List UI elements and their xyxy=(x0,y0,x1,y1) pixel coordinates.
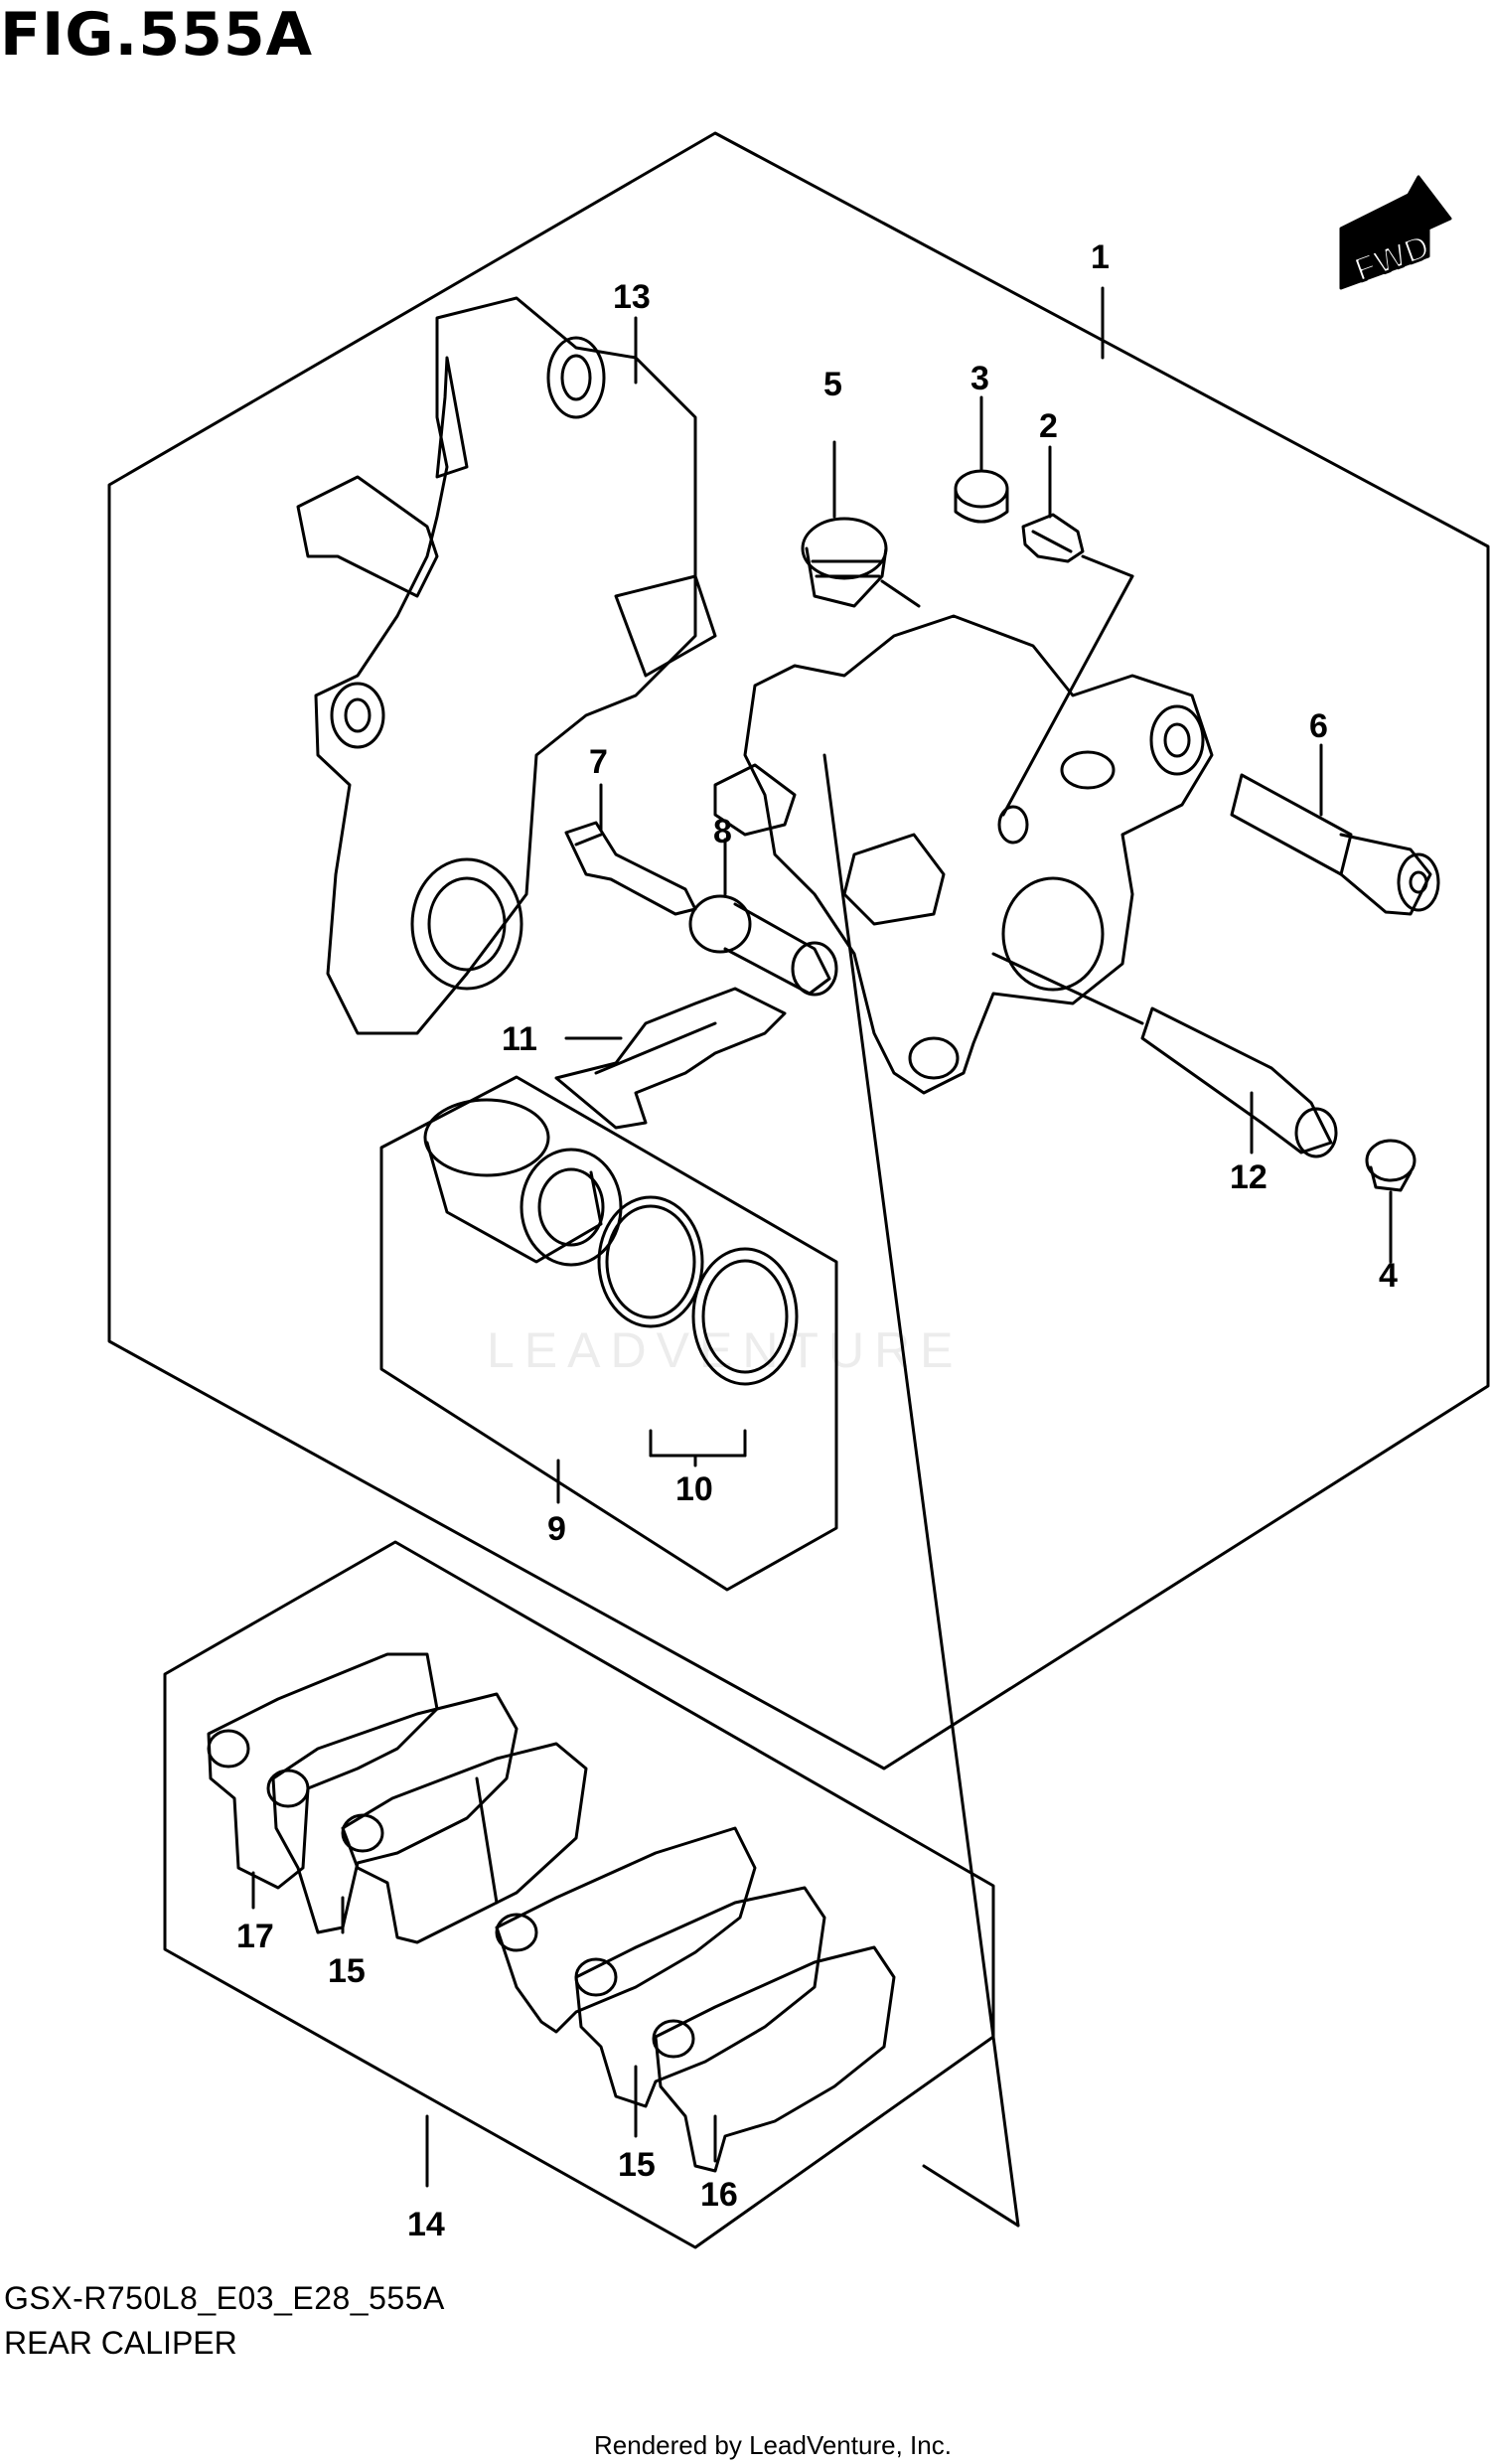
pad-shim-16 xyxy=(652,1945,896,2173)
pad-shim-17 xyxy=(207,1652,439,1890)
callout-7: 7 xyxy=(589,743,608,781)
caliper-body-1 xyxy=(713,614,1214,1095)
callout-11: 11 xyxy=(502,1020,537,1058)
brake-pad-15b xyxy=(495,1826,757,2034)
callout-17: 17 xyxy=(236,1918,274,1955)
callout-13: 13 xyxy=(613,278,651,316)
slide-pin-12 xyxy=(1140,1006,1338,1158)
callout-15-upper: 15 xyxy=(328,1952,366,1990)
callout-16: 16 xyxy=(700,2176,738,2214)
pad-set-boundary-14 xyxy=(163,1540,995,2249)
model-code: GSX-R750L8_E03_E28_555A xyxy=(4,2280,445,2316)
slide-pin-6 xyxy=(1230,773,1440,916)
assembly-boundary-1 xyxy=(107,131,1490,1771)
brake-pad-15a-friction xyxy=(341,1742,588,1944)
piston-kit-boundary-9 xyxy=(379,1075,838,1592)
callout-5: 5 xyxy=(823,366,842,403)
callout-8: 8 xyxy=(713,813,732,850)
caliper-bracket-13 xyxy=(314,296,717,1035)
pad-spring-11 xyxy=(554,987,787,1130)
watermark: LEADVENTURE xyxy=(487,1322,964,1378)
bolt-7 xyxy=(564,821,697,916)
brake-pad-15a xyxy=(266,1692,519,1934)
bleeder-valve-2 xyxy=(1021,513,1134,578)
plug-4 xyxy=(1365,1139,1416,1192)
callout-6: 6 xyxy=(1309,707,1328,745)
callout-2: 2 xyxy=(1039,407,1058,445)
callout-10: 10 xyxy=(675,1470,713,1508)
callout-14: 14 xyxy=(407,2206,445,2243)
callout-12: 12 xyxy=(1230,1158,1267,1196)
callout-1: 1 xyxy=(1091,238,1110,276)
pad-spring-clip xyxy=(296,475,439,598)
rendered-by-credit: Rendered by LeadVenture, Inc. xyxy=(594,2430,952,2460)
brake-pad-15b-backing xyxy=(574,1886,826,2108)
piston-9 xyxy=(423,1098,623,1267)
cap-3 xyxy=(954,469,1009,524)
bleeder-cap-5 xyxy=(801,517,888,608)
section-name: REAR CALIPER xyxy=(4,2325,237,2361)
callout-4: 4 xyxy=(1379,1257,1398,1295)
callout-9: 9 xyxy=(547,1510,566,1548)
boot-8 xyxy=(688,894,838,997)
fwd-arrow-icon: FWD xyxy=(1339,175,1452,291)
callout-15-lower: 15 xyxy=(618,2146,656,2184)
piston-seals-10 xyxy=(597,1195,799,1386)
callout-3: 3 xyxy=(970,360,989,397)
figure-title: FIG.555A xyxy=(0,0,314,70)
